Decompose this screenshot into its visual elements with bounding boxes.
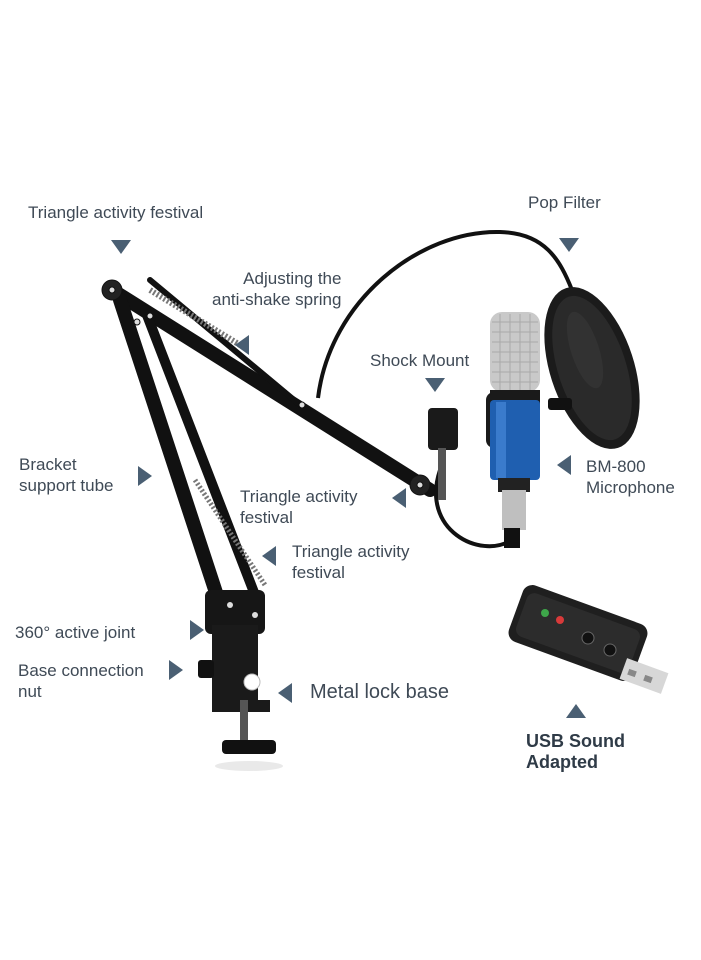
- label-bracket-line1: Bracket: [19, 455, 77, 474]
- label-usb-line1: USB Sound: [526, 731, 625, 751]
- label-microphone-line1: BM-800: [586, 457, 646, 476]
- arrow-pop-filter: [559, 238, 579, 252]
- arrow-joint: [190, 620, 204, 640]
- label-lock-base: Metal lock base: [310, 681, 449, 703]
- label-joint: 360° active joint: [15, 623, 136, 642]
- label-spring-line1: Adjusting the: [243, 269, 342, 288]
- arrow-spring: [235, 335, 249, 355]
- clamp-base: [198, 590, 283, 771]
- label-microphone-line2: Microphone: [586, 478, 675, 497]
- label-nut: Base connection nut: [18, 660, 144, 702]
- scissor-arm: [101, 277, 444, 627]
- arrow-usb: [566, 704, 586, 718]
- label-triangle-low-line1: Triangle activity: [292, 542, 410, 561]
- arrow-triangle-mid: [392, 488, 406, 508]
- label-spring: Adjusting the anti-shake spring: [212, 268, 341, 310]
- label-nut-line1: Base connection: [18, 661, 144, 680]
- arrow-triangle-low: [262, 546, 276, 566]
- usb-sound-card: [508, 585, 669, 694]
- arrow-lock-base: [278, 683, 292, 703]
- label-microphone: BM-800 Microphone: [586, 456, 675, 498]
- pop-filter: [544, 287, 640, 449]
- arrow-nut: [169, 660, 183, 680]
- label-triangle-mid-line2: festival: [240, 508, 293, 527]
- arrow-bracket: [138, 466, 152, 486]
- label-bracket: Bracket support tube: [19, 454, 114, 496]
- label-usb-line2: Adapted: [526, 752, 598, 772]
- label-usb: USB Sound Adapted: [526, 731, 625, 773]
- label-triangle-mid-line1: Triangle activity: [240, 487, 358, 506]
- label-spring-line2: anti-shake spring: [212, 290, 342, 309]
- label-shock-mount: Shock Mount: [370, 351, 470, 370]
- label-bracket-line2: support tube: [19, 476, 114, 495]
- arrow-shock-mount: [425, 378, 445, 392]
- microphone: [428, 312, 540, 548]
- arrow-triangle-top: [111, 240, 131, 254]
- label-triangle-low: Triangle activity festival: [292, 541, 409, 583]
- gooseneck: [316, 229, 574, 399]
- label-triangle-mid: Triangle activity festival: [240, 486, 357, 528]
- label-triangle-low-line2: festival: [292, 563, 345, 582]
- arrow-microphone: [557, 455, 571, 475]
- label-triangle-top: Triangle activity festival: [28, 203, 204, 222]
- label-nut-line2: nut: [18, 682, 42, 701]
- label-pop-filter: Pop Filter: [528, 193, 601, 212]
